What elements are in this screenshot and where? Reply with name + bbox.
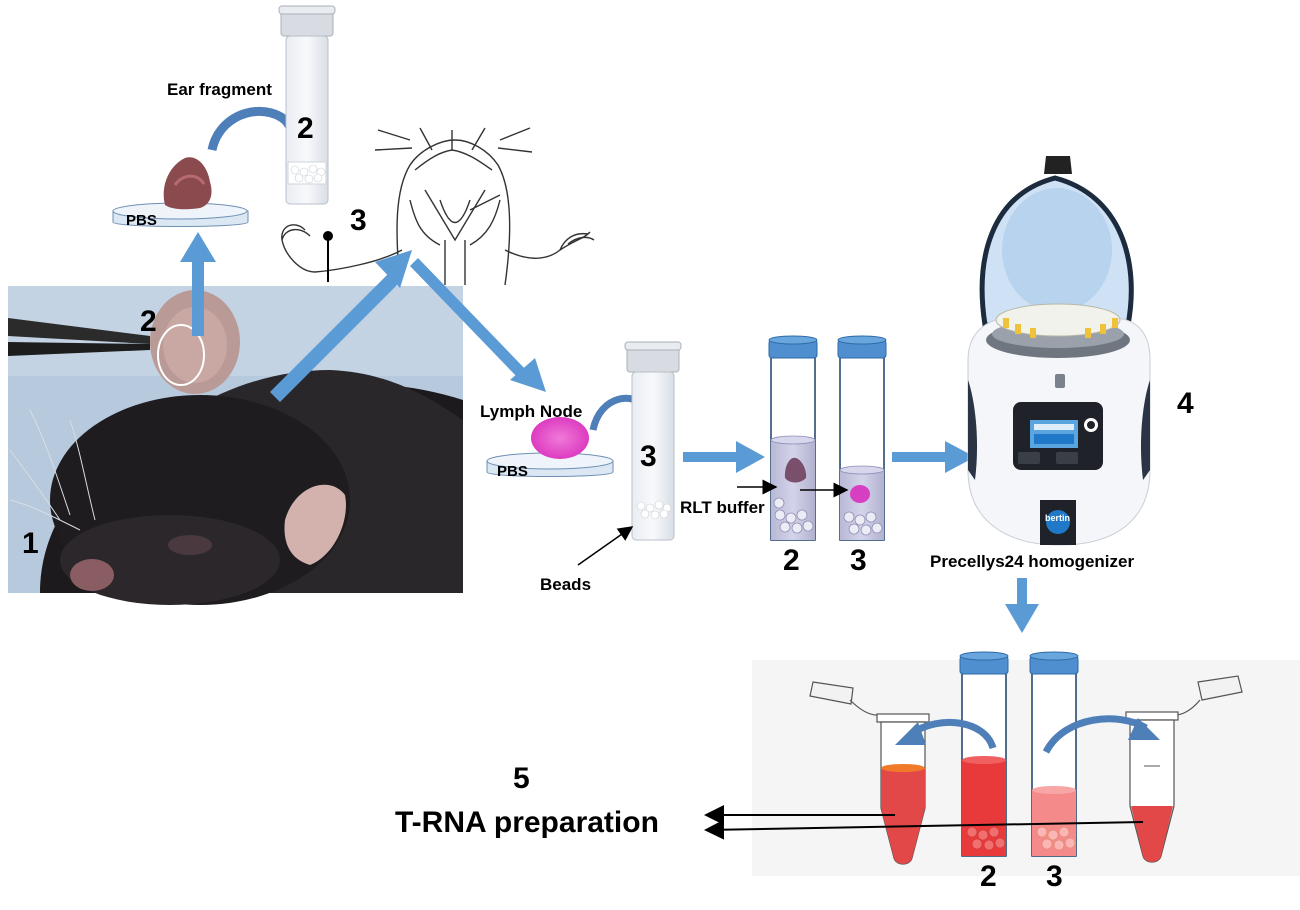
step-1-label: 1 [22,527,39,560]
homogenizer-label: Precellys24 homogenizer [930,552,1135,571]
tube-beads [624,341,682,541]
lymph-node-tissue [531,417,589,459]
step-5-label: 5 [513,762,530,795]
step-2-tube-label: 2 [297,112,314,145]
beads-label: Beads [540,575,592,594]
eppendorf-right [1125,675,1243,863]
beads-pointer [577,526,634,566]
rlt-tube-3-number: 3 [850,544,867,577]
mouse-photo [8,286,463,605]
precellys-homogenizer [967,156,1151,546]
mouse-dissection-drawing [281,127,595,286]
bottom-tube-2-number: 2 [980,860,997,893]
ear-fragment-tissue [163,157,212,210]
pbs-dish-lymph [486,417,614,477]
pbs-dish-ear [112,157,249,227]
step-2-photo-label: 2 [140,305,157,338]
trna-arrow-bottom [704,819,1144,840]
step-4-label: 4 [1177,387,1194,420]
ear-to-tube-arrow [207,106,294,152]
step-3-mouse-label: 3 [350,204,367,237]
step-3-mid-label: 3 [640,440,657,473]
rlt-tube-2 [768,335,818,541]
pbs-label-top: PBS [126,212,157,229]
rlt-buffer-label: RLT buffer [680,498,765,517]
tube-ear [278,5,336,205]
pbs-label-mid: PBS [497,463,528,480]
homogenizer-brand: bertin [1045,513,1071,523]
rlt-tube-3 [837,335,887,541]
transfer-arrow-left [910,718,997,750]
dissection-pin-head [323,231,333,241]
lymph-node-label: Lymph Node [480,402,583,421]
trna-preparation-label: T-RNA preparation [395,806,659,839]
bottom-tube-3-number: 3 [1046,860,1063,893]
eppendorf-left [809,681,930,865]
lysate-tube-3 [1029,651,1079,857]
rlt-tube-2-number: 2 [783,544,800,577]
ear-fragment-label: Ear fragment [167,80,272,99]
blue-arrows [180,232,1039,633]
